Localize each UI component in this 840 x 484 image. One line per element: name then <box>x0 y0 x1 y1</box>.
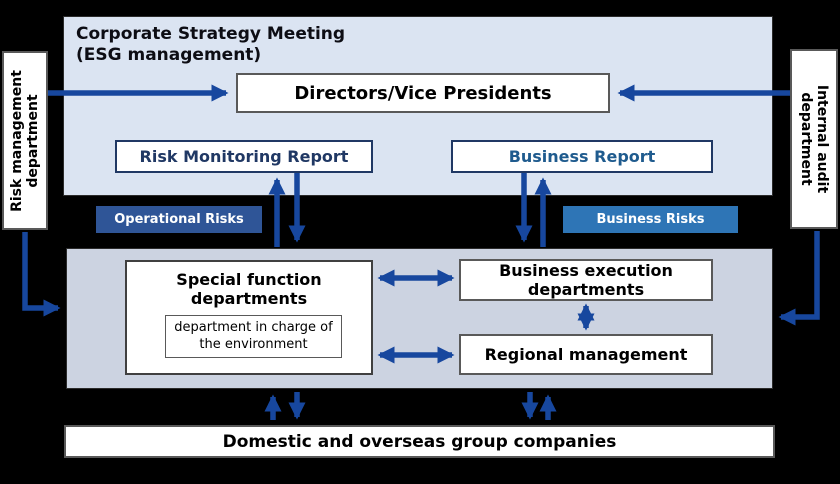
panel-title-line1: Corporate Strategy Meeting <box>76 24 346 44</box>
panel-title: Corporate Strategy Meeting (ESG manageme… <box>76 24 496 67</box>
environment-department-box: department in charge of the environment <box>165 315 342 358</box>
panel-title-line2: (ESG management) <box>76 45 262 66</box>
risk-monitoring-report-box: Risk Monitoring Report <box>115 140 373 173</box>
business-execution-departments-box: Business execution departments <box>459 259 713 301</box>
arrow-risk-mgmt-to-execution-panel <box>22 232 61 317</box>
internal-audit-dept-box: Internal audit department <box>790 49 838 229</box>
business-report-box: Business Report <box>451 140 713 173</box>
regional-management-box: Regional management <box>459 334 713 375</box>
group-companies-box: Domestic and overseas group companies <box>64 425 775 458</box>
arrow-internal-audit-to-execution-panel <box>778 231 820 326</box>
special-function-departments-label: Special function departments <box>176 270 322 309</box>
risk-management-dept-label: Risk management department <box>8 69 41 212</box>
business-risks-badge: Business Risks <box>563 206 738 233</box>
directors-box: Directors/Vice Presidents <box>236 73 610 113</box>
risk-management-dept-box: Risk management department <box>2 51 48 230</box>
operational-risks-badge: Operational Risks <box>96 206 262 233</box>
internal-audit-dept-label: Internal audit department <box>798 84 831 194</box>
